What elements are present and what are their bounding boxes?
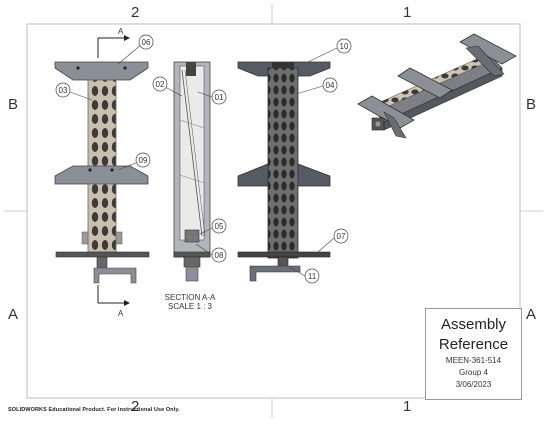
zone-label-row-a-left: A: [8, 306, 19, 323]
callout-leaders: [69, 44, 338, 277]
section-label-scale: SCALE 1 : 3: [167, 302, 213, 311]
callout-09: 09: [135, 152, 151, 168]
zone-label-bottom-right: 1: [403, 398, 412, 415]
svg-text:05: 05: [215, 222, 224, 231]
callout-07: 07: [333, 228, 349, 244]
title-block-course: MEEN-361-514: [445, 356, 502, 365]
zone-label-top-right: 1: [403, 4, 412, 21]
title-block-date: 3/06/2023: [455, 380, 492, 389]
svg-text:01: 01: [215, 93, 224, 102]
zone-label-row-b-right: B: [526, 96, 537, 113]
svg-text:10: 10: [340, 42, 349, 51]
callout-02: 02: [152, 76, 168, 92]
zone-label-top-left: 2: [131, 4, 140, 21]
zone-label-bottom-left: 2: [131, 398, 140, 415]
title-block: Assembly Reference MEEN-361-514 Group 4 …: [425, 308, 522, 400]
svg-text:08: 08: [215, 251, 224, 260]
svg-text:03: 03: [59, 86, 68, 95]
callout-11: 11: [304, 268, 320, 284]
title-block-title: Assembly Reference: [426, 315, 521, 355]
section-label-name: SECTION A-A: [164, 293, 216, 302]
section-label: SECTION A-A SCALE 1 : 3: [150, 293, 230, 311]
title-block-group: Group 4: [459, 368, 488, 377]
svg-text:04: 04: [326, 81, 335, 90]
callout-01: 01: [211, 89, 227, 105]
callout-04: 04: [322, 77, 338, 93]
section-marker-bottom: A: [118, 309, 124, 318]
callout-10: 10: [336, 38, 352, 54]
isometric-view: [357, 33, 517, 139]
side-view: [237, 61, 331, 282]
zone-label-row-a-right: A: [526, 306, 537, 323]
svg-text:07: 07: [337, 232, 346, 241]
callout-08: 08: [211, 247, 227, 263]
section-view: [173, 61, 211, 282]
svg-text:11: 11: [308, 272, 317, 281]
front-view: [54, 35, 150, 306]
title-line-2: Reference: [438, 336, 509, 353]
title-line-1: Assembly: [440, 316, 507, 333]
svg-text:02: 02: [156, 80, 165, 89]
educational-footer: SOLIDWORKS Educational Product. For Inst…: [8, 407, 180, 413]
zone-label-row-b-left: B: [8, 96, 19, 113]
callout-06: 06: [138, 34, 154, 50]
callout-03: 03: [55, 82, 71, 98]
svg-text:06: 06: [142, 38, 151, 47]
svg-text:09: 09: [139, 156, 148, 165]
callout-05: 05: [211, 218, 227, 234]
section-marker-top: A: [118, 27, 124, 36]
